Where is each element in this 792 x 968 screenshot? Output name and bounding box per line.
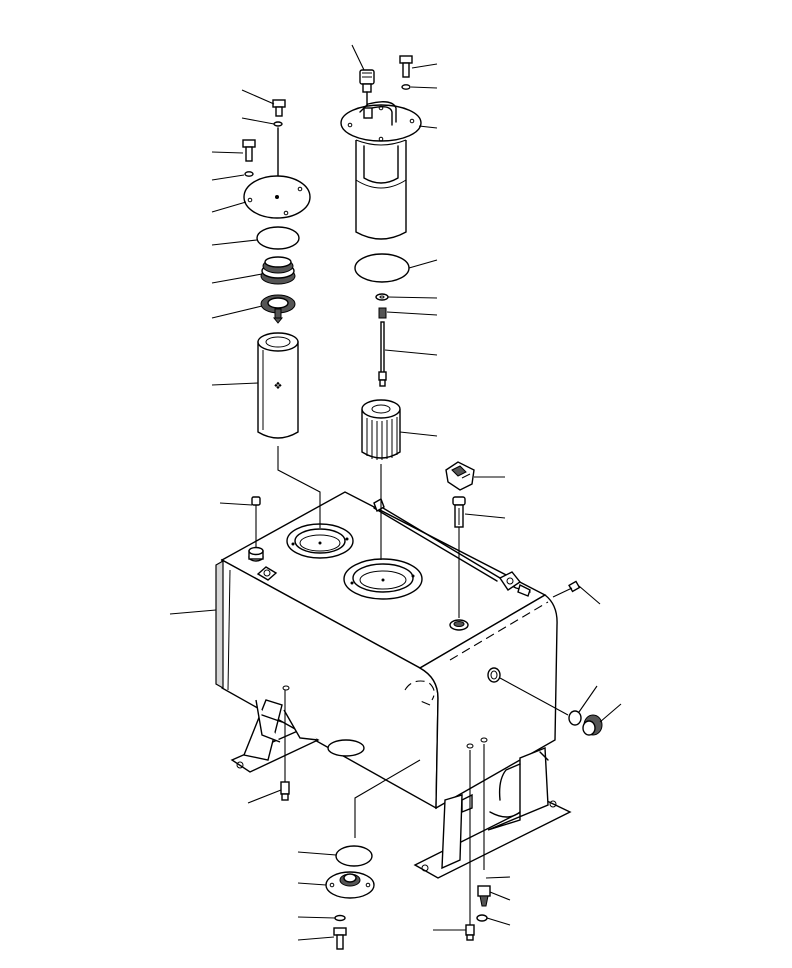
filter-cover-plate [243,175,311,219]
breather-cap [445,461,475,491]
filter-spring [260,256,296,285]
filter-cover-washer [273,121,283,127]
filter-cover-bolt [272,99,286,117]
bottom-cover-o-ring [335,845,373,867]
bottom-cover-flange [325,871,375,899]
strainer-assembly [340,101,422,240]
drain-assembly-right [465,737,491,941]
level-gauge [452,496,466,528]
cover-bolt-left [242,139,256,162]
tank-top-flange-large [343,558,423,600]
strainer-o-ring [354,253,410,283]
tank-legs-left [230,699,365,773]
leader-lines [169,44,622,941]
tank-top-bracket [256,566,278,581]
svg-text:❖: ❖ [274,381,283,392]
tank-side-fitting [568,580,581,593]
side-port-o-ring [568,710,582,726]
breather-tube [373,497,531,597]
strainer-spring [378,307,387,319]
tank-top-fill-port [449,619,469,631]
strainer-element [361,399,401,460]
filter-element-left: ❖ [257,332,299,439]
side-port-plug [582,714,603,736]
bottom-bolt [333,927,347,950]
cover-washer-left [244,171,254,177]
strainer-rod [378,321,387,387]
cover-o-ring [256,226,300,250]
filter-valve [260,294,296,324]
bottom-washer [334,914,346,922]
strainer-small-washer [375,293,389,301]
tank-top-flange-small [286,523,354,559]
tank-top-boss-left [248,546,264,562]
strainer-washer [401,84,411,90]
strainer-top-plug [359,69,375,93]
strainer-bolt [399,55,413,78]
drain-plug-left [280,781,290,801]
tank-legs-right [413,746,572,879]
tank-top-bolt-left [251,496,261,548]
tank-side-port [487,667,501,683]
